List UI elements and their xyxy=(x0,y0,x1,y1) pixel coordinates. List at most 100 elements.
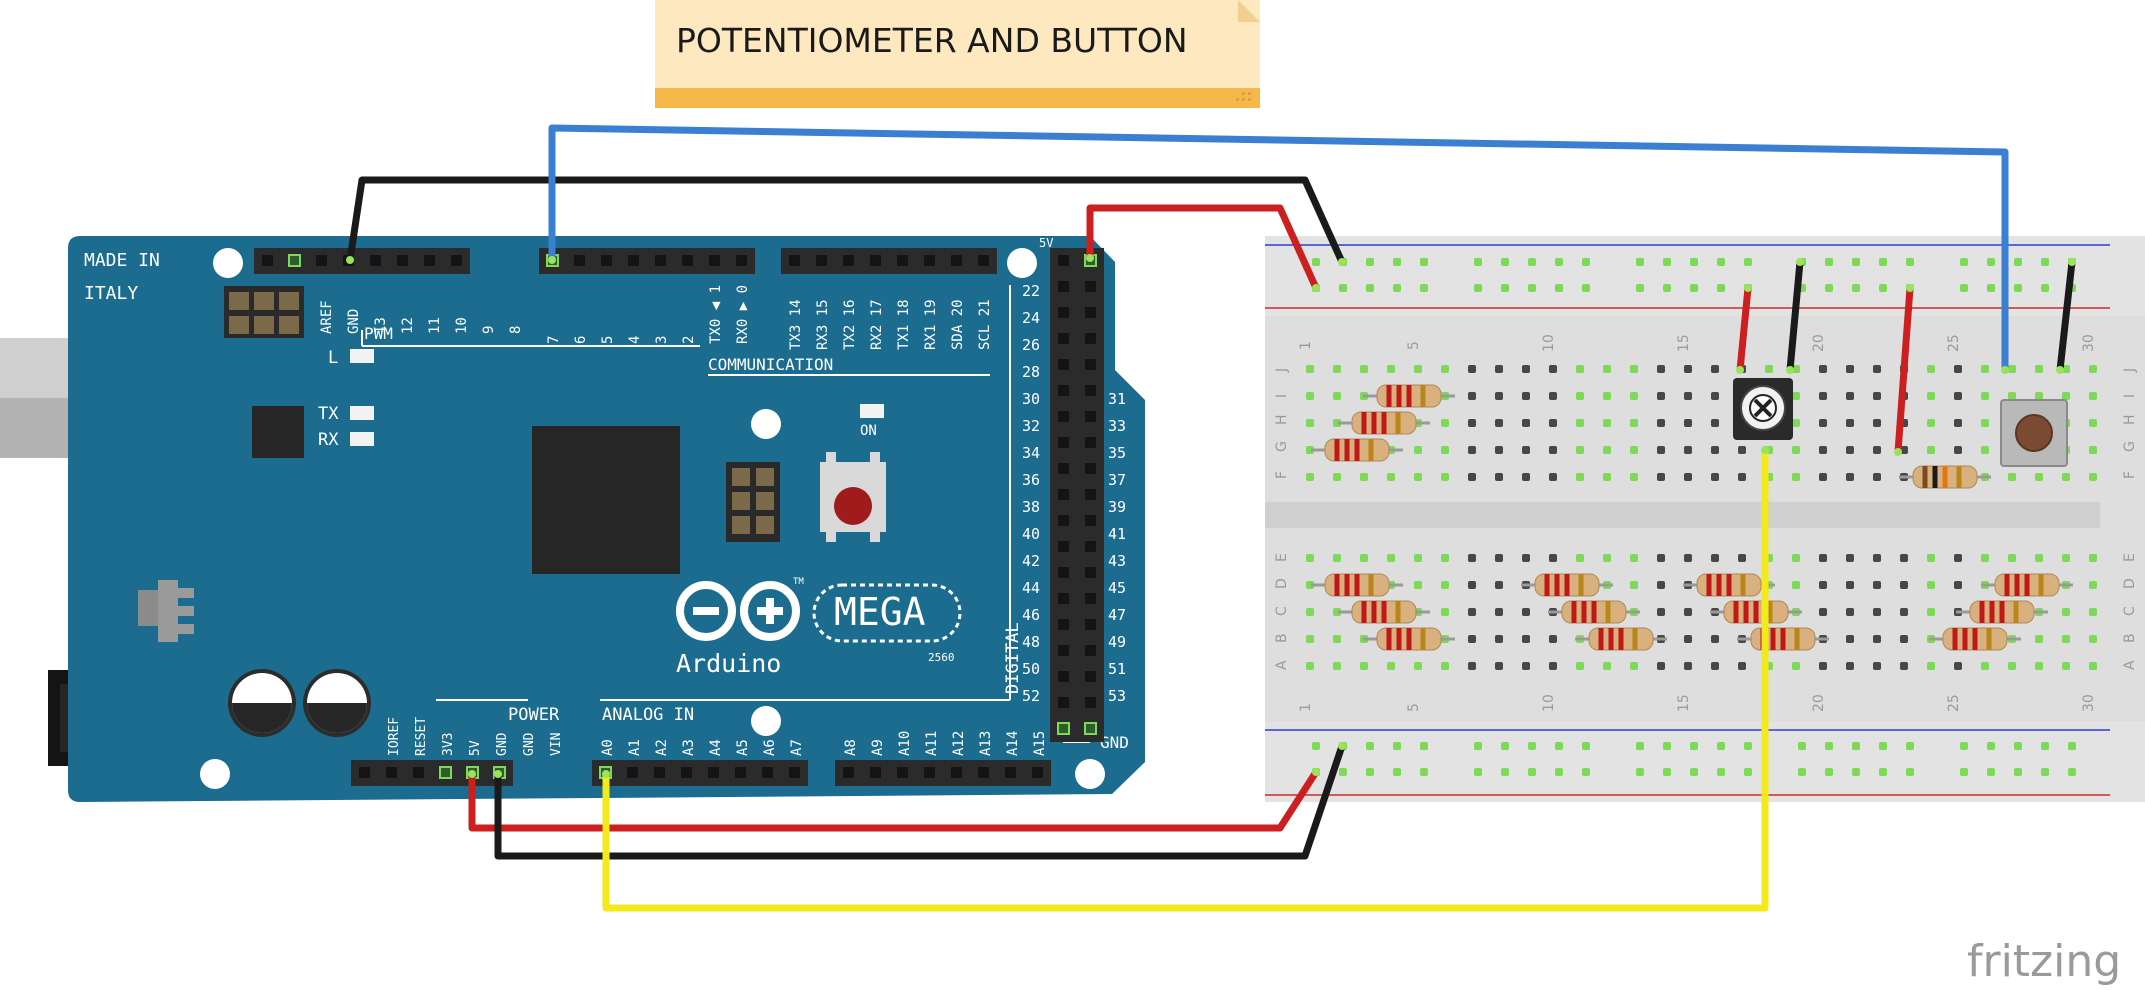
rail-hole[interactable] xyxy=(1501,284,1509,292)
breadboard-hole[interactable] xyxy=(1468,662,1476,670)
rail-hole[interactable] xyxy=(1339,284,1347,292)
breadboard-hole[interactable] xyxy=(1630,392,1638,400)
breadboard-hole[interactable] xyxy=(1873,608,1881,616)
breadboard-hole[interactable] xyxy=(1954,392,1962,400)
breadboard-hole[interactable] xyxy=(1846,635,1854,643)
rail-hole[interactable] xyxy=(2014,284,2022,292)
breadboard-hole[interactable] xyxy=(2062,608,2070,616)
breadboard-hole[interactable] xyxy=(1900,608,1908,616)
rail-hole[interactable] xyxy=(1366,768,1374,776)
breadboard-hole[interactable] xyxy=(1927,365,1935,373)
breadboard-hole[interactable] xyxy=(1360,554,1368,562)
breadboard-hole[interactable] xyxy=(1306,662,1314,670)
breadboard-hole[interactable] xyxy=(1549,419,1557,427)
rail-hole[interactable] xyxy=(1852,742,1860,750)
breadboard-hole[interactable] xyxy=(1360,473,1368,481)
potentiometer[interactable] xyxy=(1733,378,1793,440)
breadboard-hole[interactable] xyxy=(1441,365,1449,373)
breadboard-hole[interactable] xyxy=(1954,365,1962,373)
breadboard-hole[interactable] xyxy=(1981,554,1989,562)
breadboard-hole[interactable] xyxy=(2062,392,2070,400)
rail-hole[interactable] xyxy=(1474,768,1482,776)
breadboard-hole[interactable] xyxy=(1927,392,1935,400)
breadboard-hole[interactable] xyxy=(1954,662,1962,670)
breadboard-hole[interactable] xyxy=(1927,419,1935,427)
rail-hole[interactable] xyxy=(1825,258,1833,266)
rail-hole[interactable] xyxy=(1852,258,1860,266)
rail-hole[interactable] xyxy=(1393,284,1401,292)
breadboard-hole[interactable] xyxy=(1414,554,1422,562)
breadboard-hole[interactable] xyxy=(1495,392,1503,400)
breadboard-hole[interactable] xyxy=(1333,635,1341,643)
rail-hole[interactable] xyxy=(1663,284,1671,292)
breadboard-hole[interactable] xyxy=(2062,473,2070,481)
header-pin[interactable] xyxy=(655,255,666,266)
rail-hole[interactable] xyxy=(1555,284,1563,292)
breadboard-hole[interactable] xyxy=(1954,419,1962,427)
breadboard-hole[interactable] xyxy=(1927,446,1935,454)
breadboard-hole[interactable] xyxy=(1549,392,1557,400)
breadboard-hole[interactable] xyxy=(1468,635,1476,643)
breadboard-hole[interactable] xyxy=(1873,662,1881,670)
breadboard-hole[interactable] xyxy=(2008,392,2016,400)
header-pin[interactable] xyxy=(1085,541,1096,552)
breadboard-hole[interactable] xyxy=(1603,365,1611,373)
breadboard-hole[interactable] xyxy=(1414,662,1422,670)
rail-hole[interactable] xyxy=(2014,768,2022,776)
breadboard-hole[interactable] xyxy=(1873,635,1881,643)
resistor[interactable] xyxy=(1899,465,1991,489)
breadboard-hole[interactable] xyxy=(1306,635,1314,643)
rail-hole[interactable] xyxy=(1555,742,1563,750)
breadboard-hole[interactable] xyxy=(1738,446,1746,454)
breadboard-hole[interactable] xyxy=(1576,662,1584,670)
breadboard-hole[interactable] xyxy=(1495,365,1503,373)
header-pin[interactable] xyxy=(789,255,800,266)
breadboard-hole[interactable] xyxy=(1441,662,1449,670)
breadboard-hole[interactable] xyxy=(1684,608,1692,616)
rail-hole[interactable] xyxy=(1501,768,1509,776)
rail-hole[interactable] xyxy=(1744,742,1752,750)
breadboard-hole[interactable] xyxy=(2035,365,2043,373)
resistor[interactable] xyxy=(1548,600,1640,624)
breadboard-hole[interactable] xyxy=(1360,662,1368,670)
header-pin[interactable] xyxy=(1058,515,1069,526)
rail-hole[interactable] xyxy=(1663,768,1671,776)
breadboard-hole[interactable] xyxy=(1333,554,1341,562)
header-pin[interactable] xyxy=(870,767,881,778)
breadboard-hole[interactable] xyxy=(1576,419,1584,427)
breadboard-hole[interactable] xyxy=(2035,662,2043,670)
wire-black-pot[interactable] xyxy=(1786,258,1804,374)
breadboard-hole[interactable] xyxy=(1306,608,1314,616)
breadboard-hole[interactable] xyxy=(1927,581,1935,589)
breadboard-hole[interactable] xyxy=(1819,554,1827,562)
rail-hole[interactable] xyxy=(1879,742,1887,750)
header-pin[interactable] xyxy=(897,255,908,266)
rail-hole[interactable] xyxy=(1636,284,1644,292)
breadboard-hole[interactable] xyxy=(1603,554,1611,562)
rail-hole[interactable] xyxy=(1663,742,1671,750)
breadboard-hole[interactable] xyxy=(2008,365,2016,373)
breadboard-hole[interactable] xyxy=(1468,473,1476,481)
header-pin[interactable] xyxy=(924,767,935,778)
breadboard-hole[interactable] xyxy=(1873,392,1881,400)
header-pin[interactable] xyxy=(654,767,665,778)
header-pin[interactable] xyxy=(628,255,639,266)
breadboard-hole[interactable] xyxy=(1306,446,1314,454)
rail-hole[interactable] xyxy=(1906,258,1914,266)
breadboard-hole[interactable] xyxy=(1495,635,1503,643)
breadboard-hole[interactable] xyxy=(2062,662,2070,670)
breadboard-hole[interactable] xyxy=(1657,446,1665,454)
breadboard-hole[interactable] xyxy=(1765,365,1773,373)
rail-hole[interactable] xyxy=(1879,768,1887,776)
breadboard-hole[interactable] xyxy=(2062,365,2070,373)
wire-blue-pin7[interactable] xyxy=(548,124,2009,374)
header-pin[interactable] xyxy=(424,255,435,266)
breadboard-hole[interactable] xyxy=(2062,554,2070,562)
rail-hole[interactable] xyxy=(1582,768,1590,776)
rail-hole[interactable] xyxy=(1393,768,1401,776)
header-pin[interactable] xyxy=(1058,411,1069,422)
resistor[interactable] xyxy=(1521,573,1613,597)
header-pin[interactable] xyxy=(386,767,397,778)
breadboard-hole[interactable] xyxy=(1657,581,1665,589)
breadboard-hole[interactable] xyxy=(1684,446,1692,454)
